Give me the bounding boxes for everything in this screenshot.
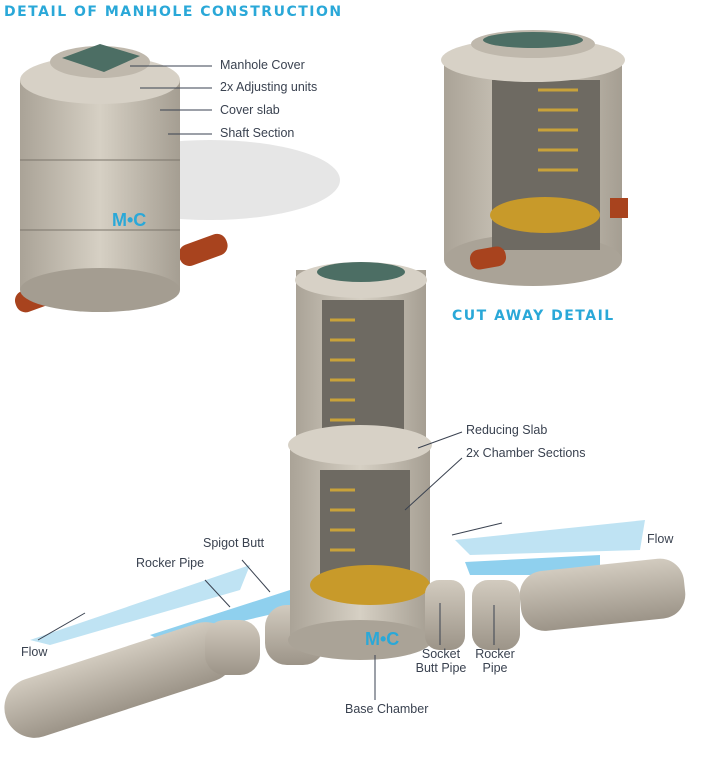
label-flow-left: Flow bbox=[21, 645, 48, 659]
label-chamber-sections: 2x Chamber Sections bbox=[466, 446, 586, 460]
label-adjusting-units: 2x Adjusting units bbox=[220, 80, 318, 94]
label-rocker-pipe-left: Rocker Pipe bbox=[136, 556, 205, 570]
label-flow-right: Flow bbox=[647, 532, 674, 546]
label-reducing-slab: Reducing Slab bbox=[466, 423, 548, 437]
exploded-assembly-illustration: M•C bbox=[4, 262, 686, 738]
label-shaft-section: Shaft Section bbox=[220, 126, 295, 140]
cutaway-illustration bbox=[441, 30, 628, 286]
label-manhole-cover: Manhole Cover bbox=[220, 58, 305, 72]
main-title: DETAIL OF MANHOLE CONSTRUCTION bbox=[4, 4, 343, 20]
label-rocker-pipe-right: Rocker Pipe bbox=[475, 647, 515, 675]
cutaway-title: CUT AWAY DETAIL bbox=[452, 308, 615, 324]
manhole-assembly-illustration: M•C bbox=[14, 44, 340, 313]
svg-text:M•C: M•C bbox=[365, 629, 399, 649]
label-base-chamber: Base Chamber bbox=[345, 702, 429, 716]
svg-text:M•C: M•C bbox=[112, 210, 146, 230]
label-spigot-butt: Spigot Butt bbox=[203, 536, 265, 550]
label-socket-butt-pipe: Socket Butt Pipe bbox=[415, 647, 467, 675]
label-cover-slab: Cover slab bbox=[220, 103, 280, 117]
